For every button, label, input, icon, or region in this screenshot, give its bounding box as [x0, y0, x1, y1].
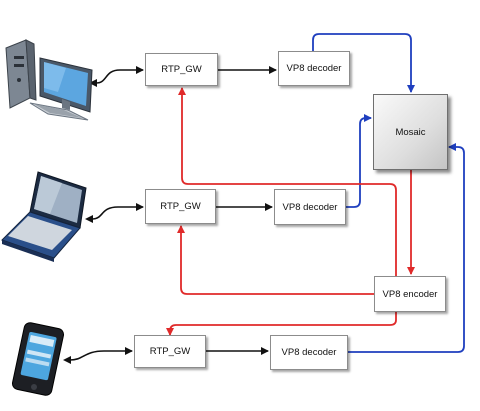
vp8-decoder-2: VP8 decoder: [274, 189, 346, 225]
vp8-decoder-1-label: VP8 decoder: [286, 63, 342, 74]
rtp-gw-1: RTP_GW: [145, 53, 218, 86]
arrow-encoder-to-rtp-gw-1: [178, 87, 397, 276]
link-laptop-rtp-gw-2: [85, 203, 144, 223]
rtp-gw-3-label: RTP_GW: [149, 346, 191, 357]
arrow-decoder-2-to-mosaic: [346, 114, 372, 208]
rtp-gw-3: RTP_GW: [134, 335, 206, 368]
laptop-icon: [1, 171, 87, 262]
arrow-encoder-to-rtp-gw-2: [177, 225, 374, 295]
mosaic: Mosaic: [373, 94, 448, 170]
desktop-computer-icon: [5, 39, 93, 121]
link-desktop-rtp-gw-1: [89, 66, 144, 87]
link-phone-rtp-gw-3: [63, 347, 133, 364]
arrow-decoder-3-to-mosaic: [348, 143, 465, 353]
vp8-decoder-3: VP8 decoder: [270, 335, 348, 370]
vp8-decoder-3-label: VP8 decoder: [281, 347, 337, 358]
mosaic-label: Mosaic: [395, 126, 426, 138]
rtp-gw-2-label: RTP_GW: [160, 201, 201, 212]
vp8-encoder-label: VP8 encoder: [382, 288, 438, 300]
arrow-encoder-to-rtp-gw-3: [166, 312, 397, 336]
smartphone-icon: [11, 322, 65, 396]
vp8-encoder: VP8 encoder: [374, 276, 446, 312]
rtp-gw-2: RTP_GW: [145, 189, 216, 224]
vp8-decoder-2-label: VP8 decoder: [282, 201, 338, 213]
rtp-gw-1-label: RTP_GW: [161, 64, 202, 75]
arrow-decoder-1-to-mosaic: [312, 33, 415, 93]
vp8-decoder-1: VP8 decoder: [278, 51, 350, 86]
